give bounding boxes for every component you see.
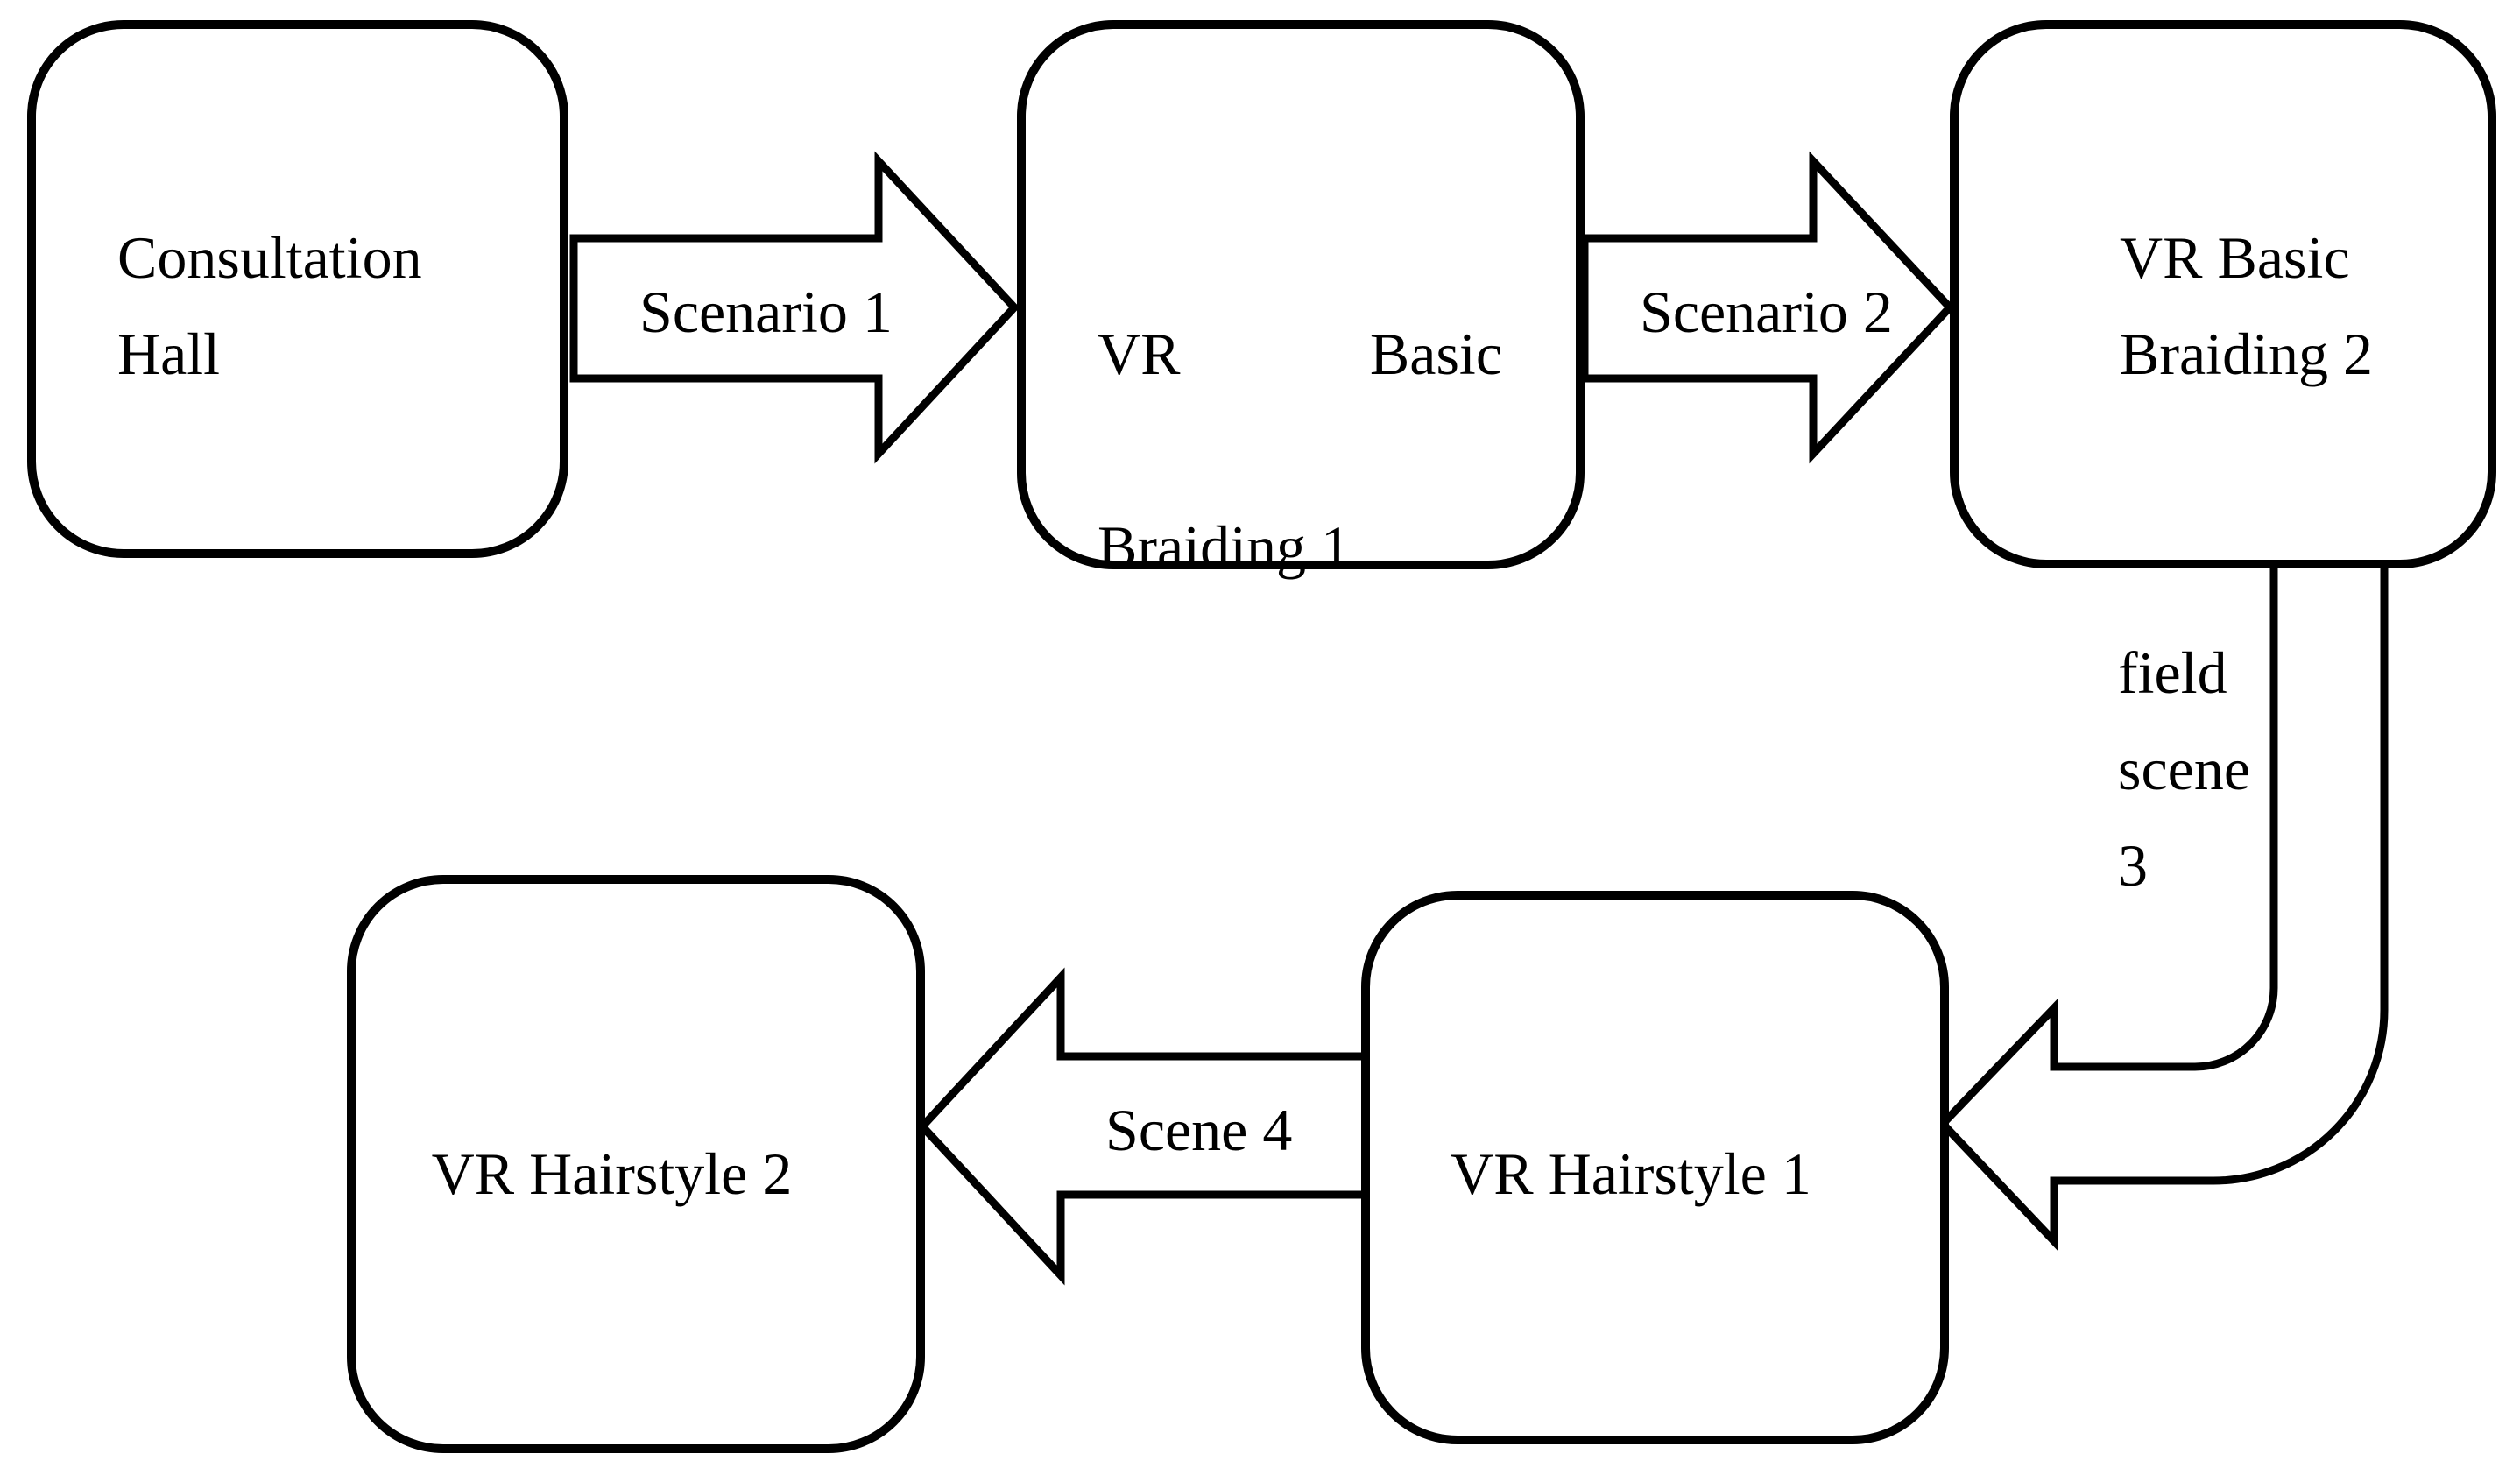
node-label-vr-basic-braiding-1: VR Basic Braiding 1 <box>1098 209 1502 691</box>
connector-arrow-scene-4 <box>916 967 1370 1286</box>
node-box-vr-basic-braiding-2 <box>1950 20 2496 568</box>
connector-arrow-scenario-2 <box>1580 151 1956 464</box>
connector-label-field-scene-3: field scene 3 <box>2118 639 2251 899</box>
node-label-vr-basic-braiding-1-line2: Braiding 1 <box>1098 513 1351 580</box>
connector-label-scene-4: Scene 4 <box>1105 1097 1293 1163</box>
node-label-consultation-hall: Consultation Hall <box>117 224 422 387</box>
node-label-word-vr: VR <box>1098 321 1181 387</box>
connector-label-scenario-2: Scenario 2 <box>1640 279 1893 345</box>
connector-arrow-field-scene-3 <box>1937 560 2389 1252</box>
node-box-consultation-hall <box>27 20 568 558</box>
node-label-word-basic: Basic <box>1369 321 1502 387</box>
connector-arrow-scenario-1 <box>569 151 1020 464</box>
node-box-vr-hairstyle-2 <box>347 875 925 1453</box>
connector-label-scenario-1: Scenario 1 <box>639 279 893 345</box>
node-box-vr-hairstyle-1 <box>1361 891 1949 1444</box>
node-label-vr-hairstyle-2: VR Hairstyle 2 <box>431 1140 793 1207</box>
node-label-vr-hairstyle-1: VR Hairstyle 1 <box>1451 1140 1811 1207</box>
node-label-vr-basic-braiding-2: VR Basic Braiding 2 <box>2120 224 2373 387</box>
node-label-vr-basic-braiding-1-line1: VR Basic <box>1098 306 1502 402</box>
node-box-vr-basic-braiding-1 <box>1017 20 1585 569</box>
